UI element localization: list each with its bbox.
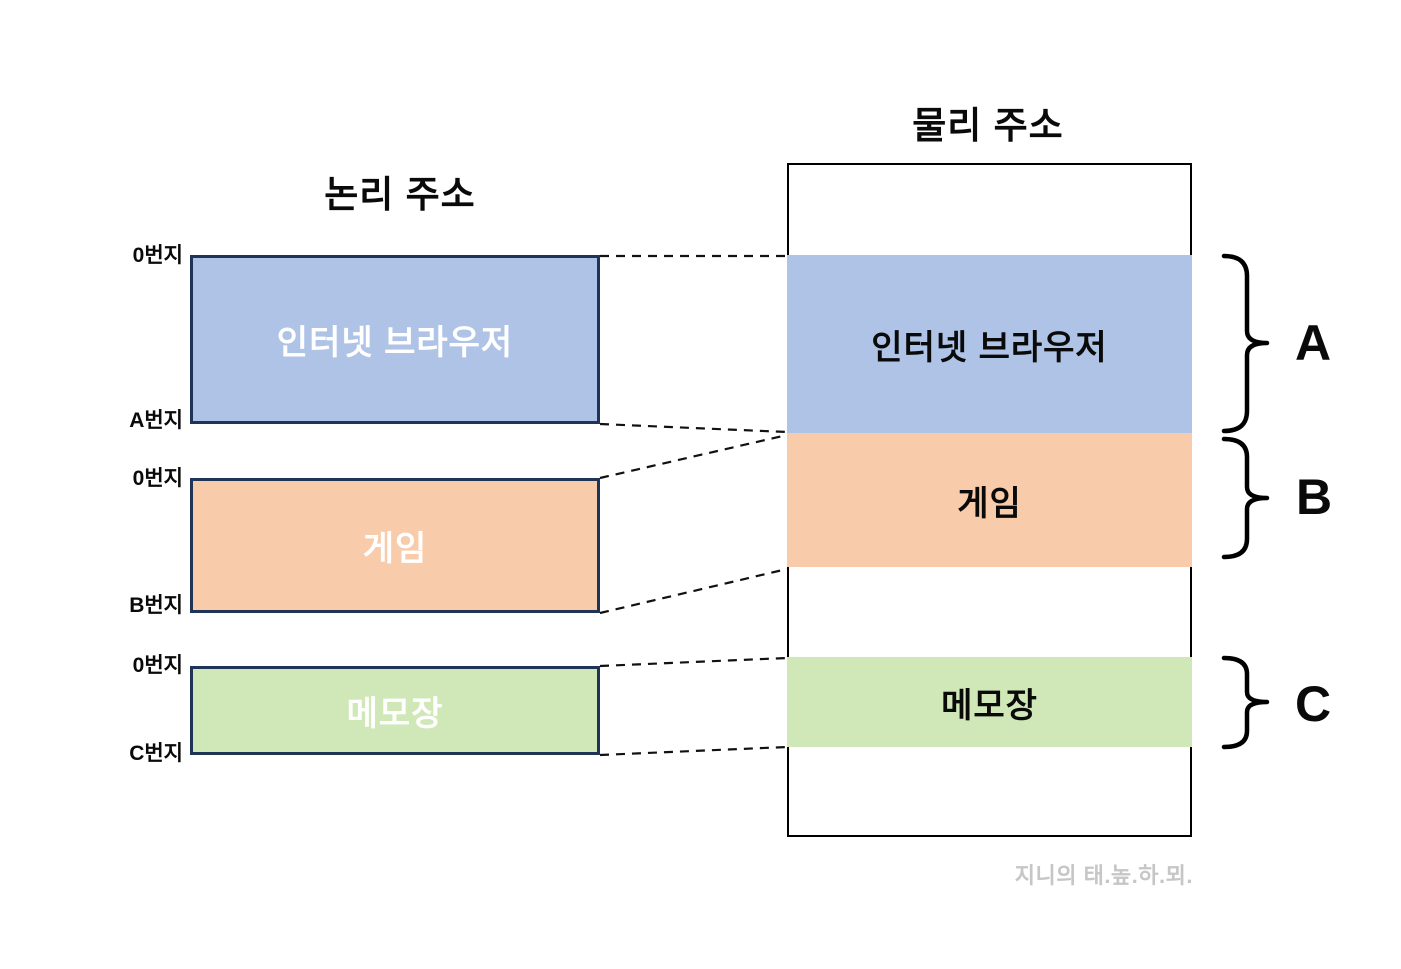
addr-label-notepad-end: C번지 (129, 742, 183, 765)
bracket-letter-a: A (1294, 315, 1332, 371)
dashed-mapping-lines (599, 254, 788, 757)
map-line-notepad-top (599, 656, 788, 668)
addr-label-browser-end: A번지 (129, 409, 183, 432)
logical-box-browser-label: 인터넷 브라우저 (276, 324, 514, 362)
bracket-letter-c: C (1294, 676, 1332, 732)
physical-segment-game-label: 게임 (957, 484, 1022, 523)
physical-segment-notepad: 메모장 (787, 657, 1192, 747)
addr-label-game-start: 0번지 (132, 467, 183, 490)
physical-segment-browser: 인터넷 브라우저 (787, 255, 1192, 433)
physical-address-title: 물리 주소 (912, 105, 1064, 146)
curly-brackets (1221, 253, 1270, 750)
physical-segment-browser-label: 인터넷 브라우저 (871, 328, 1108, 367)
logical-box-notepad: 메모장 (190, 666, 600, 755)
addr-label-notepad-start: 0번지 (132, 654, 183, 677)
logical-box-notepad-label: 메모장 (346, 695, 444, 733)
bracket-letter-b: B (1295, 469, 1333, 525)
bracket-c (1221, 655, 1270, 750)
bracket-b (1221, 436, 1270, 560)
physical-segment-game: 게임 (787, 433, 1192, 567)
addr-label-game-end: B번지 (129, 594, 183, 617)
logical-box-game-label: 게임 (362, 530, 428, 568)
logical-box-browser: 인터넷 브라우저 (190, 255, 600, 424)
map-line-game-top (599, 433, 788, 480)
addr-label-browser-start: 0번지 (132, 244, 183, 267)
bracket-a (1221, 253, 1270, 434)
logical-box-game: 게임 (190, 478, 600, 613)
watermark-text: 지니의 태.높.하.뫼. (1014, 863, 1193, 888)
map-line-browser-bottom (599, 422, 788, 434)
physical-segment-notepad-label: 메모장 (941, 686, 1038, 725)
logical-address-title: 논리 주소 (324, 174, 476, 215)
map-line-game-bottom (599, 567, 788, 615)
map-line-notepad-bottom (599, 745, 788, 757)
